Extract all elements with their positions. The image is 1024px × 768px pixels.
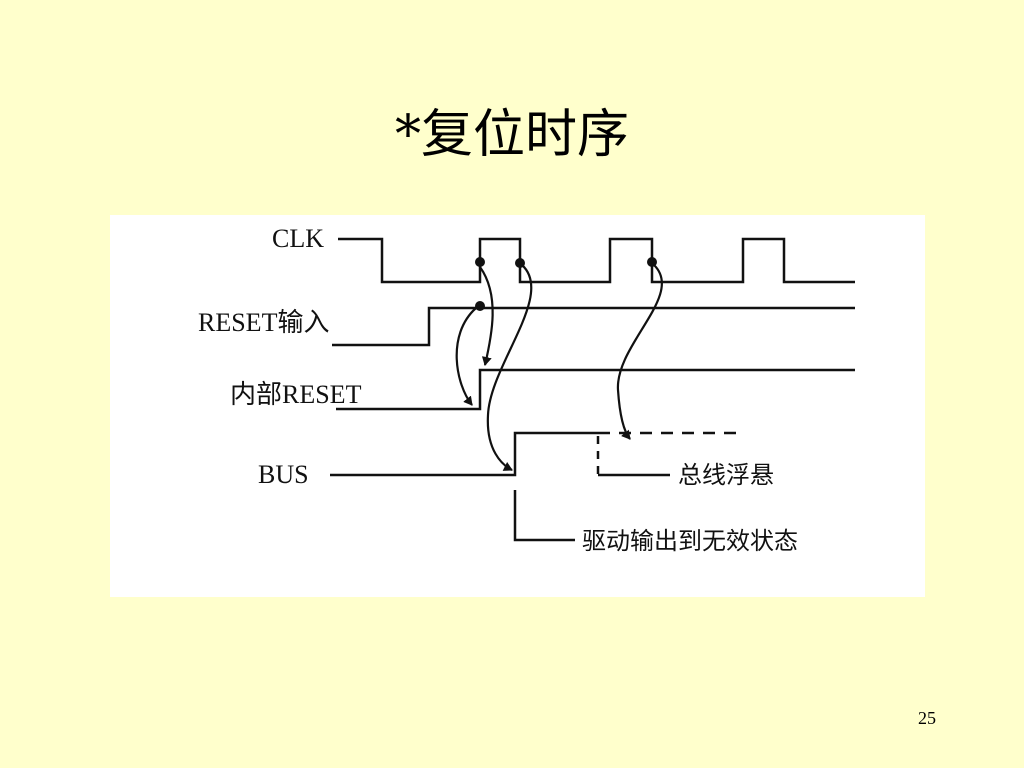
page-number: 25 xyxy=(918,708,936,728)
arrow-reset-input-to-internal-reset xyxy=(455,307,477,406)
arrow-clk-to-internal-reset xyxy=(479,266,494,366)
clk-label: CLK xyxy=(272,224,324,253)
reset-input-label: RESET输入 xyxy=(198,308,329,337)
bus-label: BUS xyxy=(258,460,309,489)
drive-output-bracket xyxy=(513,490,575,542)
clk-waveform xyxy=(338,237,855,284)
clk-edge-dot-1 xyxy=(475,257,485,267)
timing-diagram-svg: CLK RESET输入 内部RESET BUS 总线浮悬 驱动输出到无效状态 xyxy=(198,224,855,555)
reset-input-dot xyxy=(475,301,485,311)
reset-input-waveform xyxy=(332,306,855,347)
arrow-clk-to-bus-float xyxy=(616,264,663,440)
internal-reset-label: 内部RESET xyxy=(230,380,362,409)
slide-title: *复位时序 xyxy=(394,105,629,165)
timing-diagram: CLK RESET输入 内部RESET BUS 总线浮悬 驱动输出到无效状态 xyxy=(110,215,925,597)
bus-waveform xyxy=(330,431,598,477)
bus-float-annotation: 总线浮悬 xyxy=(678,461,774,489)
drive-invalid-annotation: 驱动输出到无效状态 xyxy=(582,527,798,555)
internal-reset-waveform xyxy=(336,368,855,411)
arrow-clk-to-bus-drive xyxy=(486,264,533,471)
